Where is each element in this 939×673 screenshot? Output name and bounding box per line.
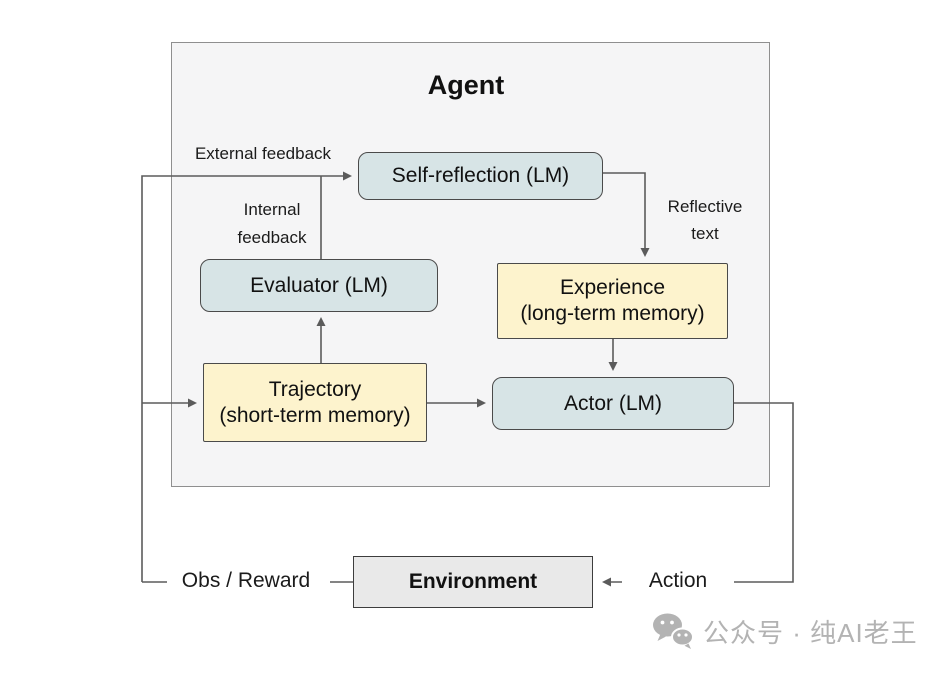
node-experience: Experience (long-term memory) <box>497 263 728 339</box>
node-self-reflection-label: Self-reflection (LM) <box>391 164 570 187</box>
label-internal-feedback-line2: feedback <box>237 228 307 247</box>
wechat-icon <box>653 613 694 649</box>
watermark-text: 公众号 · 纯AI老王 <box>703 617 918 648</box>
node-self-reflection: Self-reflection (LM) <box>358 152 603 200</box>
node-trajectory-sublabel: (short-term memory) <box>219 403 411 427</box>
watermark: 公众号 · 纯AI老王 <box>652 612 918 650</box>
node-evaluator: Evaluator (LM) <box>200 259 438 312</box>
node-trajectory-label: Trajectory <box>268 377 362 401</box>
node-environment: Environment <box>353 556 593 608</box>
node-environment-label: Environment <box>408 570 538 593</box>
node-trajectory: Trajectory (short-term memory) <box>203 363 427 442</box>
label-reflective-text-line1: Reflective <box>667 197 743 216</box>
node-actor-label: Actor (LM) <box>563 391 662 415</box>
label-internal-feedback-line1: Internal <box>243 200 301 219</box>
label-action: Action <box>648 569 708 592</box>
node-actor: Actor (LM) <box>492 377 734 430</box>
node-experience-label: Experience <box>559 276 666 299</box>
agent-title: Agent <box>427 70 505 100</box>
label-obs-reward: Obs / Reward <box>181 569 311 592</box>
label-external-feedback: External feedback <box>194 144 332 163</box>
label-reflective-text: Reflective text <box>668 193 743 247</box>
label-internal-feedback: Internal feedback <box>238 196 307 252</box>
node-evaluator-label: Evaluator (LM) <box>250 273 388 297</box>
label-reflective-text-line2: text <box>691 224 719 243</box>
node-experience-sublabel: (long-term memory) <box>520 302 705 325</box>
